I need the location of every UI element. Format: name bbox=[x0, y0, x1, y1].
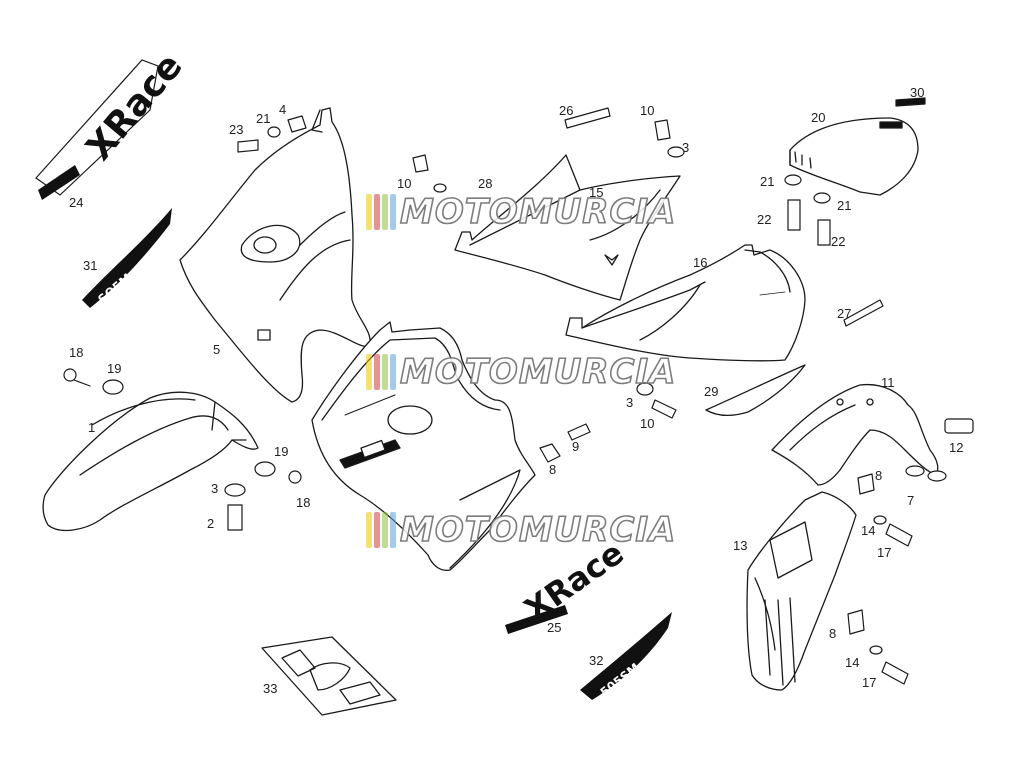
part-number-22: 22 bbox=[757, 212, 772, 227]
watermark-color-bars bbox=[366, 194, 396, 230]
part-number-4: 4 bbox=[279, 102, 287, 117]
hardware bbox=[63, 97, 974, 685]
part-number-3: 3 bbox=[682, 140, 690, 155]
part-number-7: 7 bbox=[907, 493, 915, 508]
part-number-10: 10 bbox=[640, 416, 655, 431]
sticker-sheet bbox=[261, 636, 397, 716]
left-side-panel bbox=[179, 107, 371, 403]
stripe-decal-32 bbox=[580, 612, 672, 700]
part-number-10: 10 bbox=[640, 103, 655, 118]
part-number-18: 18 bbox=[69, 345, 84, 360]
watermark-text: MOTOMURCIA bbox=[399, 509, 677, 551]
part-number-11: 11 bbox=[881, 375, 895, 390]
rear-mudguard bbox=[746, 491, 857, 691]
watermark-text: MOTOMURCIA bbox=[399, 191, 677, 233]
rear-tail-piece bbox=[771, 383, 939, 486]
part-number-1: 1 bbox=[88, 420, 96, 435]
watermark-color-bars bbox=[366, 512, 396, 548]
part-number-33: 33 bbox=[263, 681, 278, 696]
xrace-decal-top bbox=[35, 59, 159, 196]
part-number-21: 21 bbox=[760, 174, 775, 189]
watermark: MOTOMURCIA bbox=[366, 190, 676, 234]
watermark-text: MOTOMURCIA bbox=[399, 351, 677, 393]
part-number-9: 9 bbox=[572, 439, 580, 454]
part-number-21: 21 bbox=[256, 111, 271, 126]
part-number-20: 20 bbox=[811, 110, 826, 125]
part-number-15: 15 bbox=[589, 185, 604, 200]
part-number-18: 18 bbox=[296, 495, 311, 510]
part-number-24: 24 bbox=[69, 195, 84, 210]
part-number-3: 3 bbox=[626, 395, 634, 410]
part-number-19: 19 bbox=[274, 444, 289, 459]
part-number-31: 31 bbox=[83, 258, 98, 273]
seat-tail-hump bbox=[789, 117, 919, 196]
part-number-10: 10 bbox=[397, 176, 412, 191]
stripe-decal-31 bbox=[82, 208, 172, 308]
part-number-14: 14 bbox=[845, 655, 860, 670]
part-number-25: 25 bbox=[547, 620, 562, 635]
part-number-5: 5 bbox=[213, 342, 221, 357]
right-rear-side-cover bbox=[565, 244, 806, 362]
part-number-19: 19 bbox=[107, 361, 122, 376]
part-number-8: 8 bbox=[549, 462, 557, 477]
left-rear-side-cover bbox=[454, 154, 681, 301]
part-number-21: 21 bbox=[837, 198, 852, 213]
part-number-30: 30 bbox=[910, 85, 925, 100]
part-number-28: 28 bbox=[478, 176, 493, 191]
watermark: MOTOMURCIA bbox=[366, 350, 676, 394]
front-fender bbox=[42, 391, 259, 532]
triangle-decal bbox=[705, 364, 806, 417]
part-number-17: 17 bbox=[877, 545, 892, 560]
watermark: MOTOMURCIA bbox=[366, 508, 676, 552]
part-number-22: 22 bbox=[831, 234, 846, 249]
part-number-8: 8 bbox=[875, 468, 883, 483]
part-number-27: 27 bbox=[837, 306, 852, 321]
part-number-14: 14 bbox=[861, 523, 876, 538]
part-number-2: 2 bbox=[207, 516, 215, 531]
watermark-color-bars bbox=[366, 354, 396, 390]
part-number-26: 26 bbox=[559, 103, 574, 118]
part-number-16: 16 bbox=[693, 255, 708, 270]
part-number-3: 3 bbox=[211, 481, 219, 496]
part-number-12: 12 bbox=[949, 440, 964, 455]
part-number-23: 23 bbox=[229, 122, 244, 137]
part-number-13: 13 bbox=[733, 538, 748, 553]
part-number-32: 32 bbox=[589, 653, 604, 668]
part-number-29: 29 bbox=[704, 384, 719, 399]
part-number-17: 17 bbox=[862, 675, 877, 690]
xrace-decal-top-text: XRace bbox=[79, 46, 191, 169]
part-number-8: 8 bbox=[829, 626, 837, 641]
